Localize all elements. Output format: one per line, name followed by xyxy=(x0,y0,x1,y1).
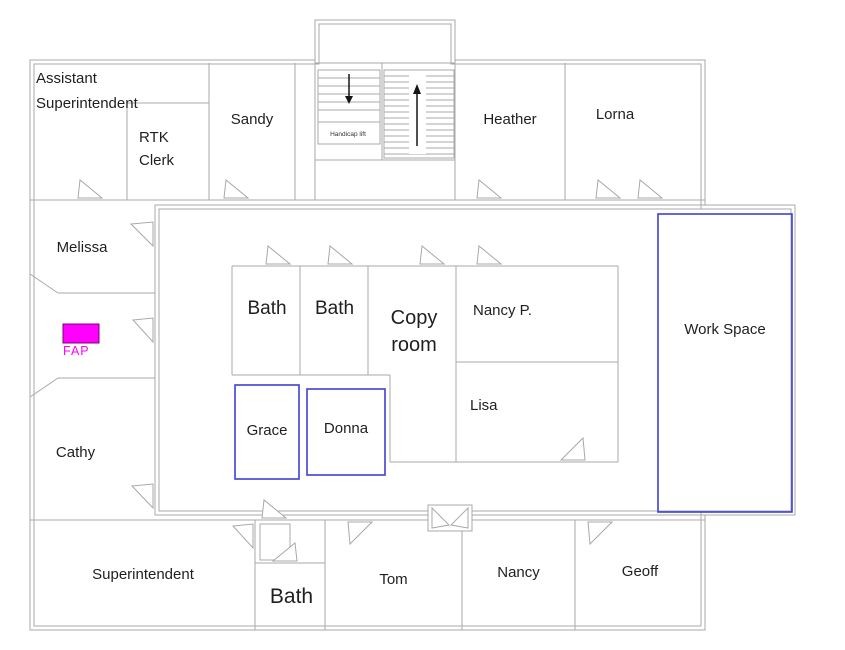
door-swing-icon xyxy=(419,245,446,265)
outer-walls xyxy=(29,19,796,631)
door-swing-icon xyxy=(476,179,503,199)
room-label-nancy-p: Nancy P. xyxy=(473,302,532,319)
door-swing-icon xyxy=(129,221,154,248)
door-swing-icon xyxy=(130,483,154,510)
room-label-lisa: Lisa xyxy=(470,397,498,414)
room-label-rtk-clerk: RTK Clerk xyxy=(139,129,175,169)
alcove-walls xyxy=(29,273,59,398)
door-swing-icon xyxy=(449,506,469,529)
door-swing-icon xyxy=(223,179,250,199)
room-label-heather: Heather xyxy=(483,111,537,128)
central-area-wall xyxy=(154,204,796,516)
room-label-sandy: Sandy xyxy=(230,111,274,128)
grace-room-outline xyxy=(234,384,300,480)
door-swing-icon xyxy=(261,499,288,519)
door-swing-icon xyxy=(271,542,298,562)
door-swing-icon xyxy=(637,179,664,199)
room-label-bath-left: Bath xyxy=(247,298,287,319)
door-swing-icon xyxy=(77,179,104,199)
room-label-copy-room: Copy room xyxy=(390,307,438,356)
door-swing-icon xyxy=(131,317,154,344)
down-arrowhead-icon xyxy=(345,96,353,104)
fap-marker xyxy=(62,323,100,344)
door-swing-icon xyxy=(559,436,586,461)
room-label-work-space: Work Space xyxy=(684,321,766,338)
room-label-tom: Tom xyxy=(379,571,408,588)
room-label-donna: Donna xyxy=(323,420,369,437)
stairs-down xyxy=(317,69,381,145)
door-swing-icon xyxy=(265,245,292,265)
room-label-lorna: Lorna xyxy=(595,106,635,123)
up-arrowhead-icon xyxy=(413,84,421,94)
door-swings xyxy=(77,179,664,562)
stairs-up xyxy=(383,69,455,159)
room-label-cathy: Cathy xyxy=(55,444,96,461)
room-label-bath-bottom: Bath xyxy=(269,585,314,608)
door-swing-icon xyxy=(587,521,614,546)
room-label-bath-right: Bath xyxy=(314,298,355,319)
door-swing-icon xyxy=(431,506,451,529)
handicap-lift-label: Handicap lift xyxy=(330,131,366,138)
room-label-geoff: Geoff xyxy=(621,563,659,580)
room-label-nancy: Nancy xyxy=(497,564,540,581)
donna-room-outline xyxy=(306,388,386,476)
door-swing-icon xyxy=(327,245,354,265)
interior-walls xyxy=(30,60,705,630)
staircase xyxy=(317,69,455,159)
room-label-melissa: Melissa xyxy=(56,239,108,256)
central-area-wall-inner xyxy=(158,208,792,512)
fap-label: FAP xyxy=(63,344,90,358)
workspace-outline xyxy=(657,213,793,513)
room-label-grace: Grace xyxy=(246,422,288,439)
room-label-assistant-superintendent: Assistant Superintendent xyxy=(36,70,138,112)
door-swing-icon xyxy=(476,245,503,265)
door-swing-icon xyxy=(231,523,254,550)
door-swing-icon xyxy=(347,521,374,546)
room-label-superintendent: Superintendent xyxy=(92,566,194,583)
door-swing-icon xyxy=(595,179,622,199)
